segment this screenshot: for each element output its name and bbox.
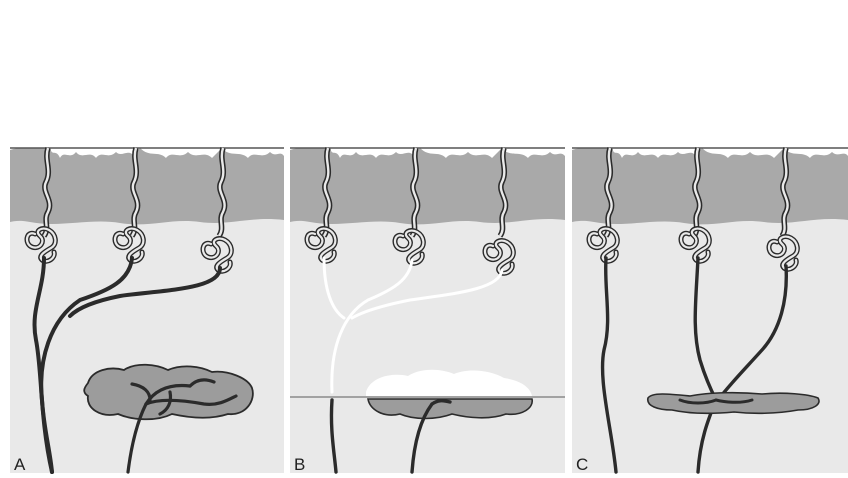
panel-c: C — [572, 147, 848, 474]
panel-c-label: C — [576, 455, 588, 474]
panel-c-epidermis — [572, 148, 848, 224]
panel-b-label: B — [294, 455, 305, 474]
panel-divider-1 — [284, 140, 290, 478]
panel-a: A — [10, 147, 284, 474]
panel-a-label: A — [14, 455, 26, 474]
panel-a-epidermis — [10, 148, 284, 224]
panel-b-epidermis — [290, 148, 565, 224]
panel-b: B — [290, 147, 565, 474]
panel-divider-2 — [565, 140, 572, 478]
